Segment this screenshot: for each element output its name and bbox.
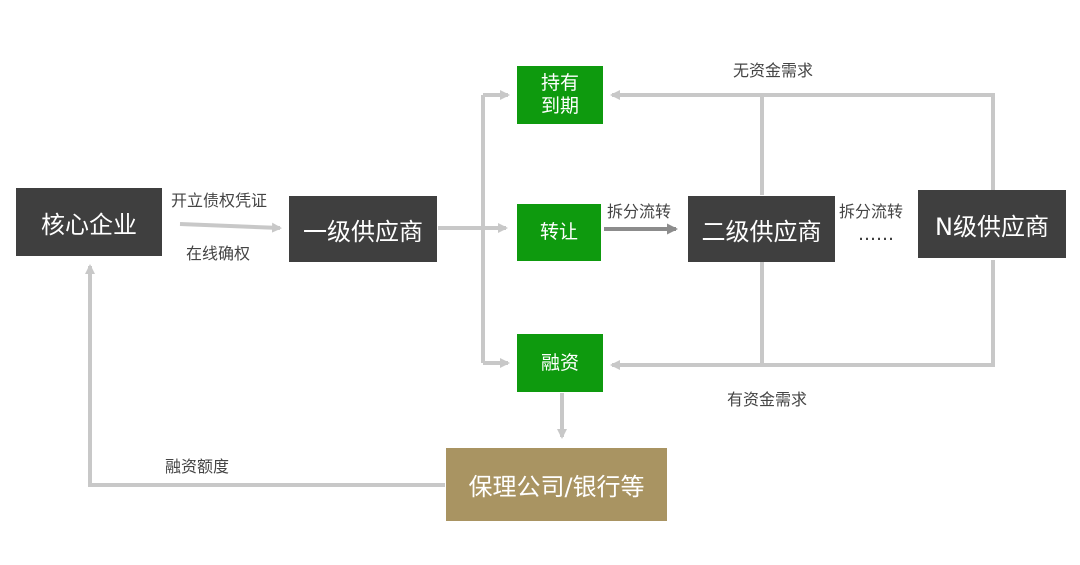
no-funding-line [610, 90, 995, 190]
hold-to-maturity-label: 持有 到期 [540, 72, 579, 117]
ellipsis-label: …… [858, 224, 894, 245]
tierN-supplier-node: N级供应商 [918, 190, 1066, 258]
tierN-supplier-label: N级供应商 [935, 212, 1049, 241]
funding-need-label: 有资金需求 [727, 390, 808, 409]
funding-line [610, 260, 995, 370]
tier1-supplier-node: 一级供应商 [289, 196, 437, 262]
financing-label: 融资 [540, 351, 579, 374]
financing-node: 融资 [517, 334, 603, 392]
issue-arrow [179, 222, 282, 233]
hold-to-maturity-node: 持有 到期 [517, 66, 603, 124]
financing-quota-label: 融资额度 [165, 457, 230, 476]
no-funding-need-label: 无资金需求 [733, 61, 814, 80]
quota-arrow [85, 264, 445, 487]
split-transfer-label-1: 拆分流转 [607, 202, 672, 221]
factoring-bank-label: 保理公司/银行等 [468, 473, 645, 501]
factoring-bank-node: 保理公司/银行等 [446, 448, 667, 521]
split-transfer-label-2: 拆分流转 [839, 202, 904, 221]
transfer-node: 转让 [517, 204, 601, 261]
tier2-supplier-label: 二级供应商 [701, 217, 822, 246]
transfer-label: 转让 [539, 221, 578, 243]
online-confirm-label: 在线确权 [186, 244, 251, 263]
issue-credential-label: 开立债权凭证 [171, 191, 268, 210]
core-enterprise-node: 核心企业 [16, 188, 162, 256]
tier2-supplier-node: 二级供应商 [688, 196, 835, 262]
tier1-supplier-label: 一级供应商 [303, 217, 423, 246]
core-enterprise-label: 核心企业 [41, 210, 137, 239]
